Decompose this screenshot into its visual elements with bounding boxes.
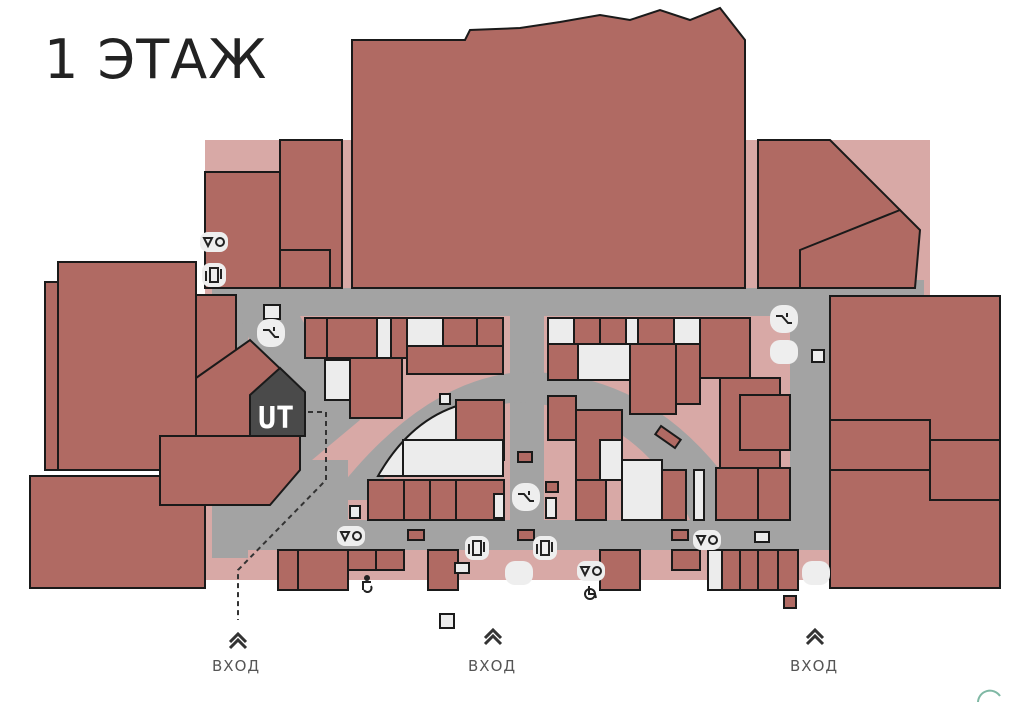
restroom-icon[interactable] [577, 561, 605, 581]
entrance-chevron-icon[interactable] [483, 627, 503, 646]
store-right-1[interactable] [829, 295, 1001, 441]
free-area-center [402, 439, 504, 477]
store-bottom-row-12[interactable] [757, 549, 779, 591]
store-bottom-row-1[interactable] [277, 549, 299, 591]
free-area-right-2 [621, 459, 663, 521]
free-area-right-3 [693, 469, 705, 521]
kiosk-4 [493, 493, 505, 519]
inner-left-block [304, 317, 504, 419]
store-bottom-left-1[interactable] [367, 479, 405, 521]
store-top-left-3[interactable] [279, 249, 331, 289]
kiosk-7[interactable] [407, 529, 425, 541]
escalator-icon[interactable] [770, 305, 798, 333]
elevator-icon[interactable] [533, 536, 557, 560]
kiosk-9 [754, 531, 770, 543]
free-area-right-1 [599, 439, 623, 481]
kiosk-outside-2[interactable] [783, 595, 797, 609]
elevator-icon[interactable] [202, 263, 226, 287]
kiosk-8[interactable] [517, 529, 535, 541]
store-bottom-right-4[interactable] [757, 467, 791, 521]
store-left-6[interactable] [159, 435, 301, 506]
entrance-label-right: ВХОД [790, 657, 839, 675]
store-bottom-left-3[interactable] [429, 479, 457, 521]
kiosk-12 [263, 304, 281, 320]
store-bottom-right-3[interactable] [715, 467, 759, 521]
store-bottom-left-2[interactable] [403, 479, 431, 521]
atm-icon[interactable] [802, 561, 830, 585]
entrance-label-center: ВХОД [468, 657, 517, 675]
store-bottom-row-9 [707, 549, 723, 591]
store-bottom-row-8[interactable] [671, 549, 701, 571]
atm-icon[interactable] [770, 340, 798, 364]
kiosk-diag[interactable] [653, 424, 683, 450]
store-bottom-row-11[interactable] [739, 549, 759, 591]
anchor-store-ut[interactable] [249, 366, 306, 437]
store-right-4[interactable] [929, 439, 1001, 501]
store-bottom-row-2[interactable] [297, 549, 349, 591]
entrance-chevron-icon[interactable] [228, 631, 248, 650]
store-left-2[interactable] [44, 281, 59, 471]
floor-title: 1 ЭТАЖ [44, 28, 268, 91]
restroom-icon[interactable] [693, 530, 721, 550]
kiosk-6 [545, 497, 557, 519]
corner-arc [977, 689, 1001, 702]
escalator-icon[interactable] [512, 483, 540, 511]
kiosk-outside [439, 613, 455, 629]
entrance-route [237, 411, 327, 620]
store-top-large[interactable] [351, 6, 746, 289]
store-bottom-row-3[interactable] [347, 549, 377, 571]
store-bottom-right-2[interactable] [661, 469, 687, 521]
kiosk-3 [349, 505, 361, 519]
accessible-icon[interactable] [584, 586, 597, 600]
store-bottom-row-4[interactable] [375, 549, 405, 571]
kiosk-2[interactable] [517, 451, 533, 463]
entrance-chevron-icon[interactable] [805, 627, 825, 646]
restroom-icon[interactable] [200, 232, 228, 252]
store-bottom-right-1[interactable] [575, 479, 607, 521]
restroom-icon[interactable] [337, 526, 365, 546]
elevator-icon[interactable] [465, 536, 489, 560]
entrance-label-left: ВХОД [212, 657, 261, 675]
store-bottom-row-7[interactable] [599, 549, 641, 591]
kiosk-1 [439, 393, 451, 405]
store-top-right-2[interactable] [799, 208, 922, 289]
store-bottom-row-5[interactable] [427, 549, 459, 591]
escalator-icon[interactable] [257, 319, 285, 347]
inner-right-block [547, 317, 791, 469]
kiosk-10[interactable] [671, 529, 689, 541]
kiosk-11 [811, 349, 825, 363]
mother-child-room-icon[interactable] [362, 575, 373, 593]
anchor-store-label: UT [258, 401, 294, 436]
atm-icon[interactable] [505, 561, 533, 585]
store-center-right-1[interactable] [547, 395, 577, 441]
store-bottom-row-6 [454, 562, 470, 574]
kiosk-5[interactable] [545, 481, 559, 493]
